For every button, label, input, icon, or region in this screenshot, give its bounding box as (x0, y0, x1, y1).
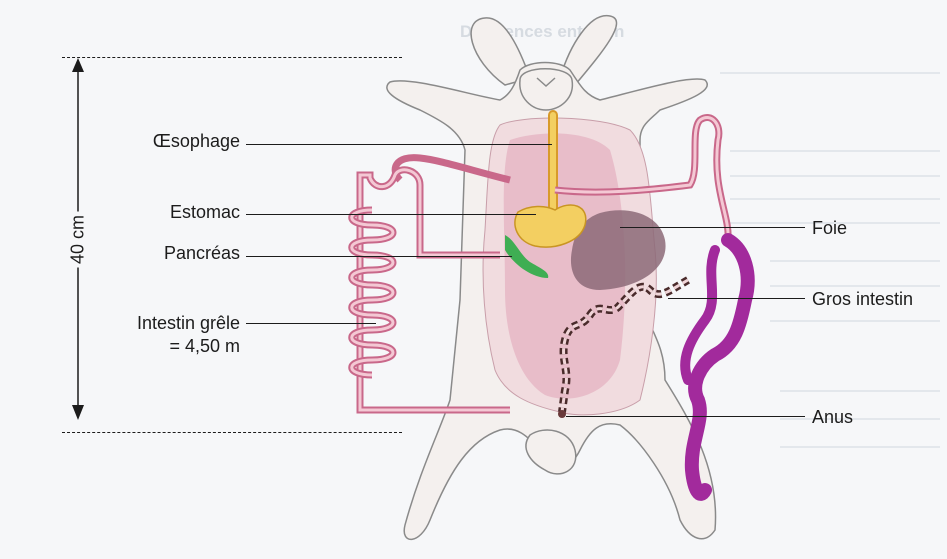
label-oesophage: Œsophage (120, 131, 240, 152)
label-foie: Foie (812, 218, 847, 239)
label-intestin-grele-length: = 4,50 m (100, 336, 240, 357)
leader-foie (620, 227, 805, 228)
label-gros-intestin: Gros intestin (812, 289, 913, 310)
leader-anus (566, 416, 805, 417)
label-pancreas: Pancréas (120, 243, 240, 264)
bottom-extent-dashed-line (62, 432, 402, 433)
label-anus: Anus (812, 407, 853, 428)
label-intestin-grele: Intestin grêle (100, 313, 240, 334)
leader-gros-intestin (668, 298, 805, 299)
measure-label: 40 cm (68, 212, 89, 268)
leader-estomac (246, 214, 536, 215)
leader-oesophage (246, 144, 552, 145)
top-extent-dashed-line (62, 57, 402, 58)
leader-pancreas (246, 256, 512, 257)
leader-intestin-grele (246, 323, 376, 324)
label-estomac: Estomac (120, 202, 240, 223)
anus-marker (558, 410, 566, 418)
measure-arrow-top-icon (72, 58, 84, 72)
measure-arrow-bottom-icon (72, 405, 84, 420)
